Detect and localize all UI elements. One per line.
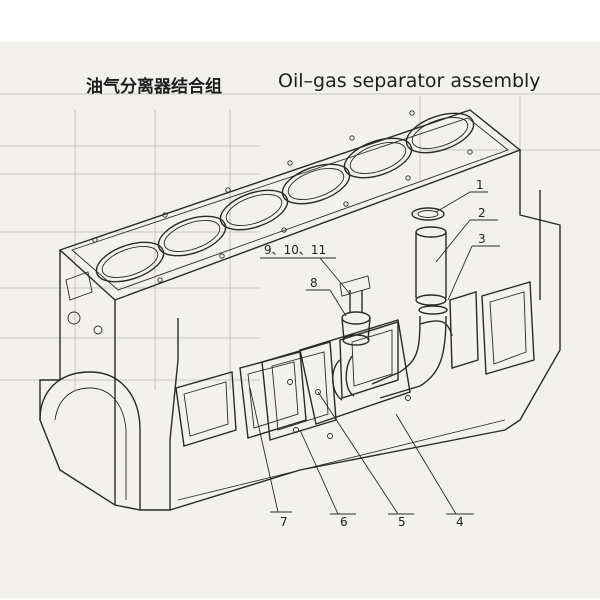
show-through-marks (0, 93, 600, 390)
side-cover-plates (175, 281, 535, 447)
callout-1: 1 (476, 178, 484, 192)
callout-3: 3 (478, 232, 486, 246)
title-chinese: 油气分离器结合组 (86, 77, 222, 97)
callout-5: 5 (398, 515, 406, 529)
callout-6: 6 (340, 515, 348, 529)
callout-labels: 1 2 3 4 5 6 7 8 9、10、11 (264, 178, 486, 529)
separator-housing (239, 275, 411, 441)
callout-8: 8 (310, 276, 318, 290)
callout-7: 7 (280, 515, 288, 529)
breather-pipe (371, 207, 453, 399)
callout-2: 2 (478, 206, 486, 220)
callout-9-10-11: 9、10、11 (264, 243, 326, 257)
leader-lines (249, 191, 500, 515)
block-body (39, 150, 561, 511)
title-english: Oil–gas separator assembly (278, 70, 541, 92)
callout-4: 4 (456, 515, 464, 529)
